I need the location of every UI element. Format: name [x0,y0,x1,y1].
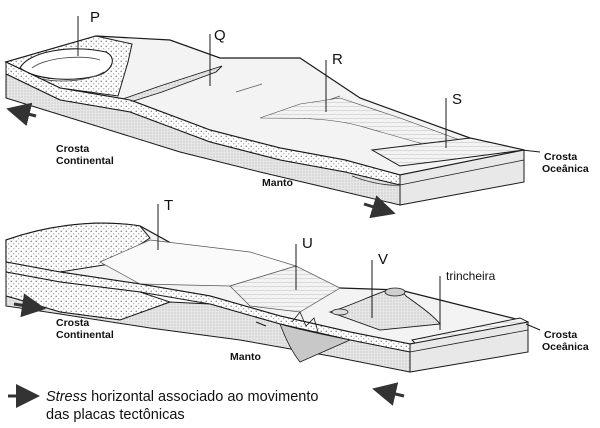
legend-line-2: das placas tectônicas [46,407,185,423]
top-left-arrow [6,102,37,127]
bottom-block [5,222,530,373]
top-crust-oceanic-2: Oceânica [542,163,589,175]
legend-line-1: Stress horizontal associado ao movimento [46,389,318,405]
legend: Stress horizontal associado ao movimento… [8,384,318,423]
label-trench: trincheira [446,269,496,283]
bottom-left-arrow [13,293,46,318]
label-r: R [332,51,343,68]
legend-stress-word: Stress [46,389,87,405]
top-right-arrow [363,195,396,219]
bottom-crust-oceanic-1: Crosta [544,329,577,341]
bottom-right-face [409,321,529,373]
bottom-leaders [157,204,541,331]
boundary-s [370,137,525,167]
label-q: Q [214,27,226,44]
label-s: S [452,91,462,108]
label-u: U [302,235,313,252]
bottom-crust-continental-2: Continental [56,329,114,341]
bottom-mantle-label: Manto [230,351,261,363]
label-t: T [164,197,173,214]
label-v: V [378,251,388,268]
subducting-slab [279,323,352,363]
legend-line-1-rest: horizontal associado ao movimento [87,389,318,405]
top-mantle-label: Manto [262,177,293,189]
bottom-crust-oceanic-2: Oceânica [542,341,589,353]
bottom-front-mantle [5,295,411,373]
ridge-r [259,97,462,147]
top-crust-continental-2: Continental [56,155,114,167]
label-p: P [90,9,100,26]
bottom-crust-continental-1: Crosta [56,317,89,329]
top-block [4,35,525,206]
basin-p [19,48,113,80]
top-right-face [399,149,525,206]
top-crust-continental-1: Crosta [56,143,89,155]
top-leaders [77,16,541,153]
bottom-right-arrow [372,382,405,406]
slope-u [229,265,341,313]
top-crust-oceanic-1: Crosta [544,151,577,163]
